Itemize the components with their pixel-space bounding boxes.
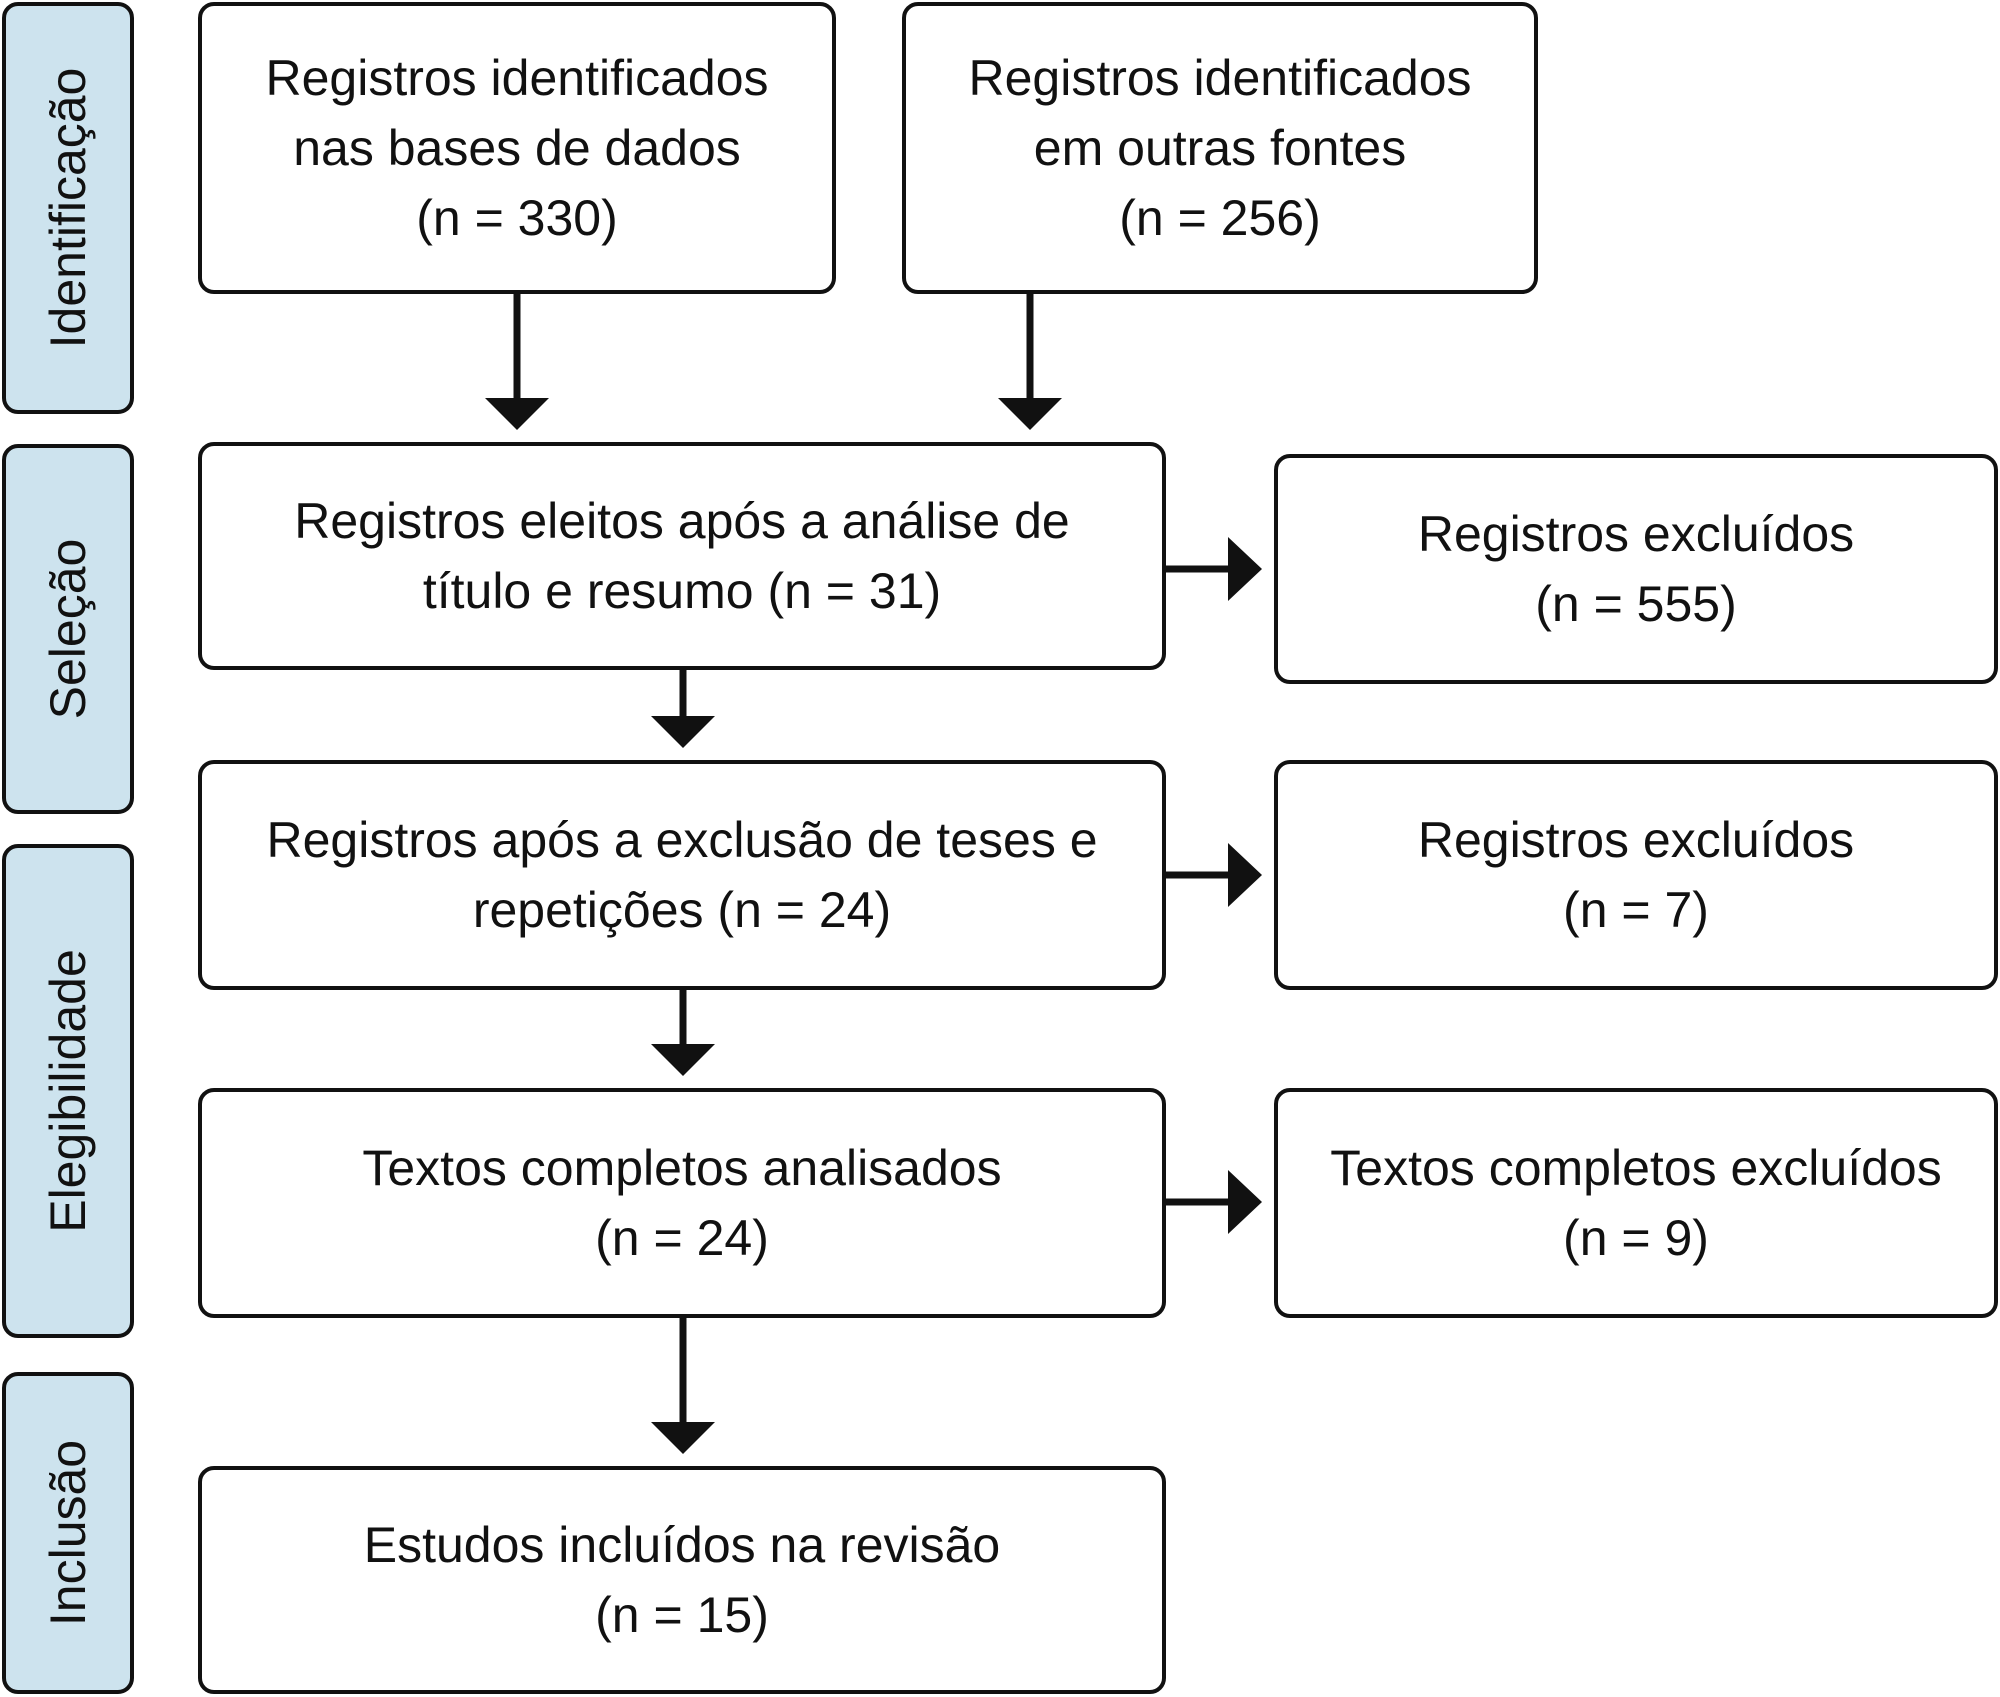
arrow-after-theses-to-excluded bbox=[1166, 843, 1262, 907]
box-records-other-sources-line2: em outras fontes bbox=[1033, 120, 1407, 176]
box-studies-included-line1: Estudos incluídos na revisão bbox=[363, 1517, 1001, 1573]
box-full-texts-excluded: Textos completos excluídos (n = 9) bbox=[1274, 1088, 1998, 1318]
arrow-full-texts-to-included bbox=[651, 1318, 715, 1454]
box-records-databases-line1: Registros identificados bbox=[265, 50, 769, 106]
box-full-texts-analyzed-count: (n = 24) bbox=[595, 1210, 769, 1266]
arrow-screened-to-excluded bbox=[1166, 537, 1262, 601]
box-records-excluded-screening-line1: Registros excluídos bbox=[1417, 506, 1855, 562]
box-full-texts-analyzed-line1: Textos completos analisados bbox=[362, 1140, 1002, 1196]
box-records-other-sources-count: (n = 256) bbox=[1119, 190, 1321, 246]
box-records-excluded-screening: Registros excluídos (n = 555) bbox=[1274, 454, 1998, 684]
box-records-after-theses-exclusion-line1: Registros após a exclusão de teses e bbox=[266, 812, 1098, 868]
box-records-excluded-theses-count: (n = 7) bbox=[1563, 882, 1709, 938]
box-records-other-sources: Registros identificados em outras fontes… bbox=[902, 2, 1538, 294]
box-records-screened-line2: título e resumo (n = 31) bbox=[422, 563, 942, 619]
box-records-databases: Registros identificados nas bases de dad… bbox=[198, 2, 836, 294]
box-records-databases-line2: nas bases de dados bbox=[293, 120, 741, 176]
arrow-full-texts-to-excluded bbox=[1166, 1170, 1262, 1234]
box-records-excluded-theses-line1: Registros excluídos bbox=[1417, 812, 1855, 868]
phase-eligibility: Elegibilidade bbox=[2, 844, 134, 1338]
box-records-screened: Registros eleitos após a análise de títu… bbox=[198, 442, 1166, 670]
box-records-databases-count: (n = 330) bbox=[416, 190, 618, 246]
box-records-screened-line1: Registros eleitos após a análise de bbox=[294, 493, 1070, 549]
arrow-screened-to-after-theses bbox=[651, 670, 715, 748]
box-full-texts-excluded-count: (n = 9) bbox=[1563, 1210, 1709, 1266]
box-studies-included: Estudos incluídos na revisão (n = 15) bbox=[198, 1466, 1166, 1694]
box-records-other-sources-line1: Registros identificados bbox=[968, 50, 1472, 106]
box-full-texts-analyzed: Textos completos analisados (n = 24) bbox=[198, 1088, 1166, 1318]
phase-selection: Seleção bbox=[2, 444, 134, 814]
box-records-excluded-screening-count: (n = 555) bbox=[1535, 576, 1737, 632]
phase-inclusion: Inclusão bbox=[2, 1372, 134, 1694]
box-studies-included-count: (n = 15) bbox=[595, 1587, 769, 1643]
box-records-after-theses-exclusion: Registros após a exclusão de teses e rep… bbox=[198, 760, 1166, 990]
box-records-after-theses-exclusion-line2: repetições (n = 24) bbox=[472, 882, 892, 938]
box-full-texts-excluded-line1: Textos completos excluídos bbox=[1330, 1140, 1942, 1196]
arrow-databases-to-screened bbox=[485, 294, 549, 430]
phase-identification: Identificação bbox=[2, 2, 134, 414]
arrow-other-sources-to-screened bbox=[998, 294, 1062, 430]
arrow-after-theses-to-full-texts bbox=[651, 990, 715, 1076]
box-records-excluded-theses: Registros excluídos (n = 7) bbox=[1274, 760, 1998, 990]
